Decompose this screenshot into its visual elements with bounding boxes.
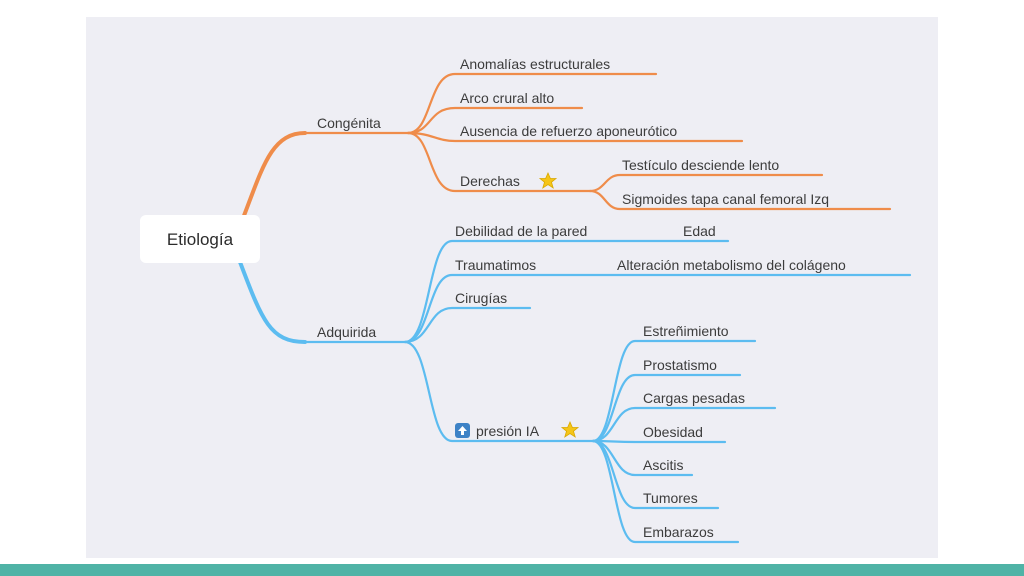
node-presion[interactable]: presión IA (476, 423, 540, 439)
node-embarazos[interactable]: Embarazos (643, 524, 714, 540)
node-sigmoides[interactable]: Sigmoides tapa canal femoral Izq (622, 191, 829, 207)
node-derechas[interactable]: Derechas (460, 173, 520, 189)
node-alteracion[interactable]: Alteración metabolismo del colágeno (617, 257, 846, 273)
node-estrenimiento[interactable]: Estreñimiento (643, 323, 729, 339)
node-arco-crural[interactable]: Arco crural alto (460, 90, 554, 106)
node-cargas-pesadas[interactable]: Cargas pesadas (643, 390, 745, 406)
connector-sigmoides (588, 189, 892, 211)
connector-presion (403, 340, 595, 443)
connector-ausencia (406, 131, 744, 143)
connector-root-adquirida (238, 260, 307, 344)
connector-embarazos (591, 439, 740, 544)
node-edad[interactable]: Edad (683, 223, 716, 239)
node-prostatismo[interactable]: Prostatismo (643, 357, 717, 373)
root-node[interactable] (140, 215, 260, 263)
node-tumores[interactable]: Tumores (643, 490, 698, 506)
connector-anomalias (406, 72, 658, 135)
connector-estrenimiento (591, 339, 757, 443)
node-ausencia[interactable]: Ausencia de refuerzo aponeurótico (460, 123, 677, 139)
connector-root-congenita (238, 131, 307, 228)
connector-cargas (591, 406, 777, 443)
node-testiculo[interactable]: Testículo desciende lento (622, 157, 779, 173)
connector-debilidad (403, 239, 730, 344)
connector-arco (406, 106, 584, 135)
node-anomalias[interactable]: Anomalías estructurales (460, 56, 610, 72)
connector-prostatismo (591, 373, 742, 443)
connector-traumatimos (403, 273, 912, 344)
node-ascitis[interactable]: Ascitis (643, 457, 683, 473)
connector-testiculo (588, 173, 824, 193)
node-adquirida[interactable]: Adquirida (317, 324, 376, 340)
node-cirugias[interactable]: Cirugías (455, 290, 507, 306)
connector-cirugias (403, 306, 532, 344)
node-obesidad[interactable]: Obesidad (643, 424, 703, 440)
connector-derechas (406, 131, 592, 193)
node-traumatimos[interactable]: Traumatimos (455, 257, 536, 273)
accent-bar (0, 564, 1024, 576)
node-congenita[interactable]: Congénita (317, 115, 381, 131)
star-icon (538, 171, 558, 189)
root-label: Etiología (167, 230, 234, 249)
node-debilidad[interactable]: Debilidad de la pared (455, 223, 587, 239)
star-icon (560, 420, 580, 438)
connector-obesidad (591, 439, 727, 444)
up-arrow-icon (455, 423, 470, 438)
